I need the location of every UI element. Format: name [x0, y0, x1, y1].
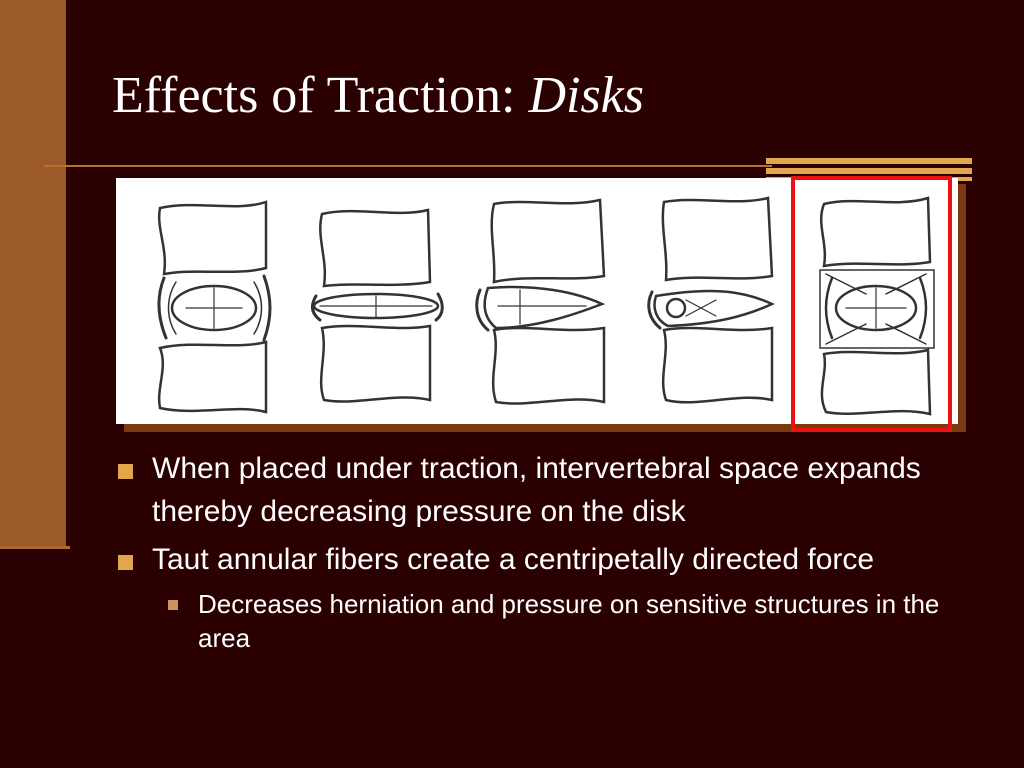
accent-bar-1	[766, 158, 972, 164]
bullet-item: When placed under traction, intervertebr…	[116, 448, 996, 534]
panel-5	[819, 196, 935, 416]
bullet-marker	[118, 464, 133, 479]
title-emphasis: Disks	[528, 67, 644, 124]
sub-bullet-item: Decreases herniation and pressure on sen…	[116, 587, 996, 656]
bullet-marker	[118, 554, 133, 570]
accent-bar-2	[766, 168, 972, 174]
bullet-list: When placed under traction, intervertebr…	[116, 448, 996, 656]
slide-title: Effects of Traction: Disks	[112, 66, 644, 125]
panel-3	[475, 198, 606, 405]
title-rule	[44, 165, 772, 167]
disk-drawing	[157, 196, 935, 416]
left-band-edge	[0, 546, 70, 549]
sub-bullet-marker	[168, 599, 178, 610]
panel-2	[311, 208, 444, 403]
bullet-item: Taut annular fibers create a centripetal…	[116, 539, 996, 582]
title-main: Effects of Traction:	[112, 67, 529, 124]
disk-illustration	[116, 178, 958, 424]
bullet-text: Taut annular fibers create a centripetal…	[152, 542, 875, 576]
left-decorative-band	[0, 0, 66, 546]
panel-4	[647, 196, 775, 404]
bullet-text: When placed under traction, intervertebr…	[152, 452, 921, 528]
highlight-box	[791, 176, 952, 432]
sub-bullet-text: Decreases herniation and pressure on sen…	[198, 588, 940, 654]
panel-1	[157, 200, 272, 414]
